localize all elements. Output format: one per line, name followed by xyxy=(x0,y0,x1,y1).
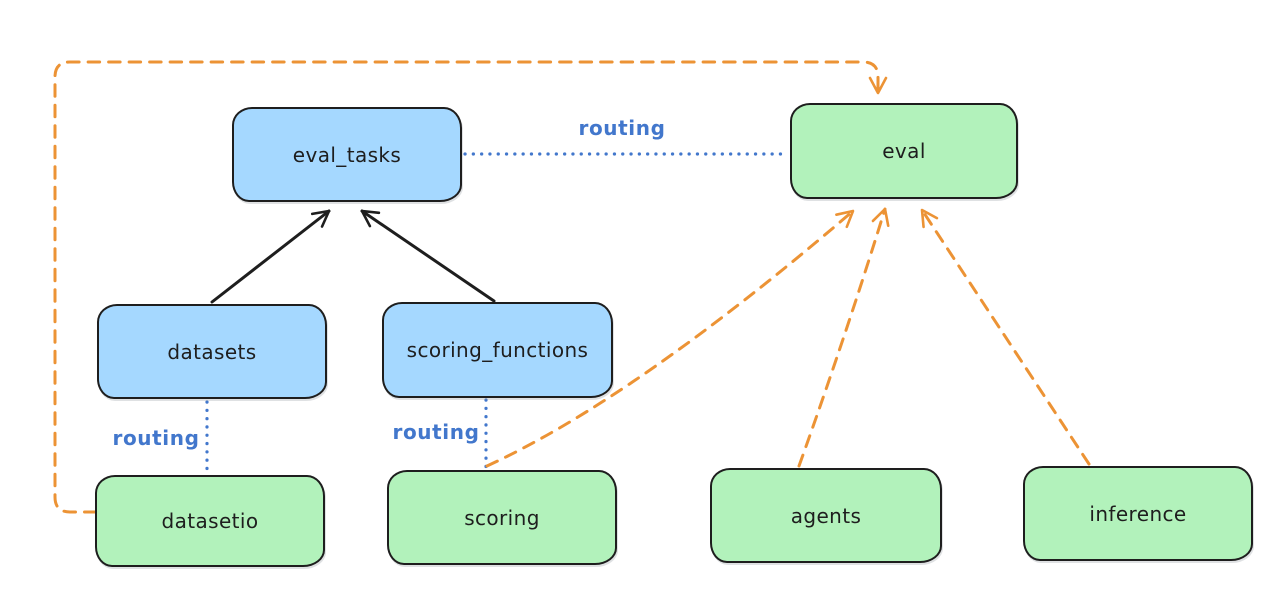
node-datasets: datasets xyxy=(97,304,327,399)
edge-inference-to-eval xyxy=(920,208,1091,466)
node-agents: agents xyxy=(710,468,942,563)
node-eval_tasks: eval_tasks xyxy=(232,107,462,202)
edge-scoring_functions-to-eval_tasks xyxy=(360,209,496,303)
node-scoring-label: scoring xyxy=(464,505,540,530)
edge-label-routing-middle: routing xyxy=(392,420,480,444)
node-eval: eval xyxy=(790,103,1018,199)
edge-label-routing-left: routing xyxy=(112,426,200,450)
node-agents-label: agents xyxy=(790,503,862,528)
node-eval-label: eval xyxy=(882,139,926,163)
node-inference-label: inference xyxy=(1089,501,1187,526)
node-inference: inference xyxy=(1023,466,1253,561)
edge-scoring-to-eval xyxy=(485,209,855,468)
node-eval_tasks-label: eval_tasks xyxy=(292,142,402,167)
node-datasetio: datasetio xyxy=(95,475,325,567)
node-scoring: scoring xyxy=(387,470,617,565)
edge-label-routing-top: routing xyxy=(578,116,666,140)
node-datasets-label: datasets xyxy=(167,339,257,364)
node-scoring_functions-label: scoring_functions xyxy=(406,338,589,362)
node-datasetio-label: datasetio xyxy=(161,509,259,533)
edge-agents-to-eval xyxy=(797,207,890,468)
node-scoring_functions: scoring_functions xyxy=(382,302,613,398)
edge-datasetio-to-eval-loop xyxy=(53,60,888,514)
edge-datasets-to-eval_tasks xyxy=(210,209,331,304)
